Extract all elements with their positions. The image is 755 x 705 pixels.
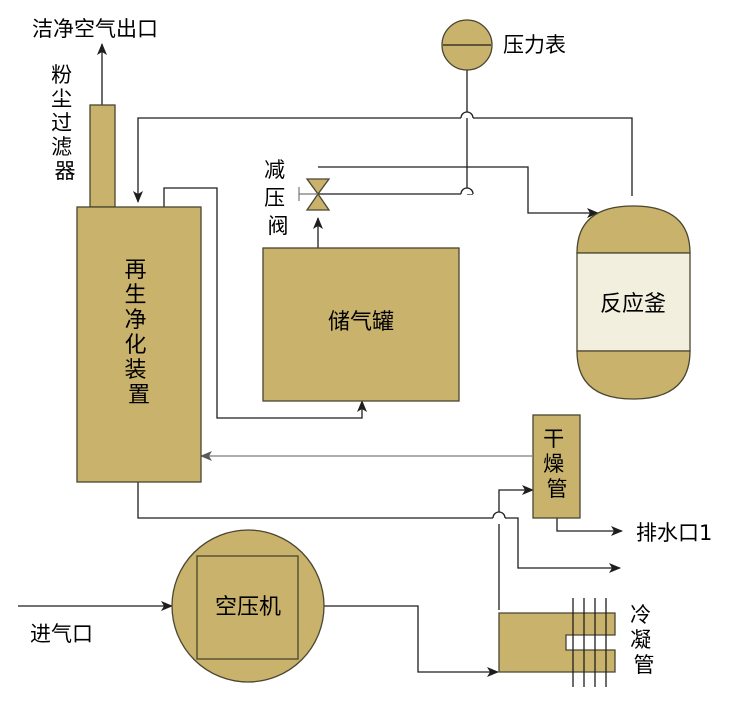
pressure-gauge-icon bbox=[441, 19, 493, 71]
gas-storage-tank bbox=[262, 247, 460, 402]
label-clean-air-outlet: 洁净空气出口 bbox=[32, 17, 158, 41]
label-drain-outlet: 排水口1 bbox=[636, 521, 712, 545]
regen-to-condenser-pipe bbox=[137, 482, 620, 568]
label-regeneration-unit: 再 生 净 化 装 置 bbox=[124, 258, 153, 408]
label-air-compressor: 空压机 bbox=[215, 595, 281, 620]
pipe-crossover bbox=[460, 187, 474, 195]
reactor bbox=[576, 205, 691, 400]
label-reactor: 反应釜 bbox=[600, 292, 666, 317]
valve-to-reactor-pipe bbox=[318, 166, 599, 218]
label-gas-storage-tank: 储气罐 bbox=[328, 310, 394, 335]
regen-to-tank-pipe bbox=[163, 187, 367, 419]
drying-tube bbox=[532, 414, 581, 519]
label-drying-tube: 干 燥 管 bbox=[543, 427, 571, 501]
compressor-to-condenser-pipe bbox=[324, 605, 499, 677]
air-compressor bbox=[171, 529, 325, 683]
label-pressure-gauge: 压力表 bbox=[503, 33, 566, 57]
drain-pipe bbox=[556, 518, 623, 536]
label-pressure-reducing-valve: 减 压 阀 bbox=[264, 158, 292, 238]
dust-filter bbox=[89, 104, 116, 208]
reactor-to-regen-pipe bbox=[138, 117, 633, 202]
label-dust-filter: 粉 尘 过 滤 器 bbox=[51, 63, 79, 183]
bowtie-valve-icon bbox=[298, 178, 331, 211]
pipe-crossover bbox=[460, 111, 474, 119]
pipe-crossover bbox=[492, 511, 506, 519]
label-air-inlet: 进气口 bbox=[30, 622, 93, 646]
regeneration-unit bbox=[76, 206, 202, 483]
condenser-to-dryer-pipe bbox=[498, 490, 533, 610]
condenser bbox=[498, 598, 616, 687]
label-condenser: 冷 凝 管 bbox=[630, 603, 658, 677]
